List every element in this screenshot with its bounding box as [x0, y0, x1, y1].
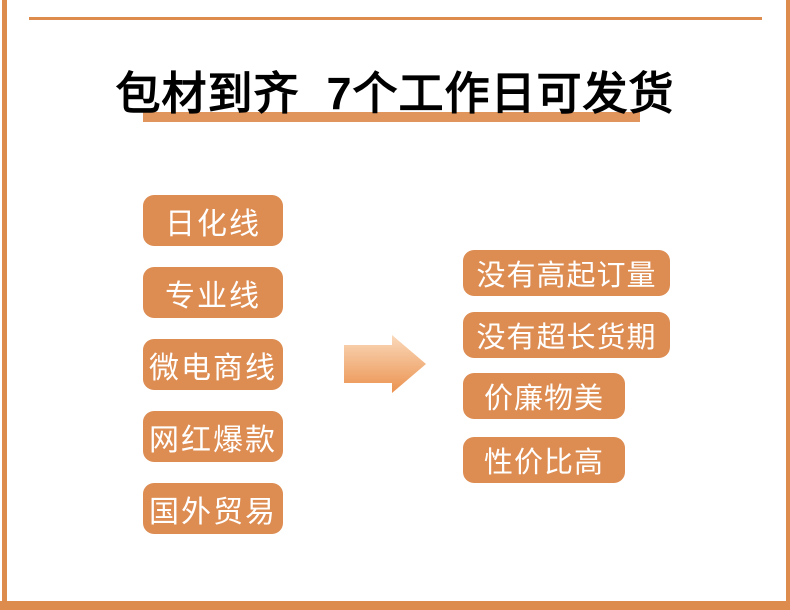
benefit-pill-no-long-leadtime: 没有超长货期 — [463, 312, 670, 358]
right-arrow-icon — [344, 335, 426, 393]
benefit-pill-cheap-and-good: 价廉物美 — [463, 373, 625, 419]
product-line-pill-daily-chemical: 日化线 — [143, 195, 283, 246]
product-line-pill-influencer-hit: 网红爆款 — [143, 411, 283, 462]
benefit-pill-high-value: 性价比高 — [463, 437, 625, 483]
title-underline — [143, 112, 640, 122]
product-line-pill-micro-ecommerce: 微电商线 — [143, 339, 283, 390]
product-line-pill-professional: 专业线 — [143, 267, 283, 318]
top-border-line — [29, 17, 762, 20]
left-border — [2, 0, 7, 610]
page-title: 包材到齐 7个工作日可发货 — [115, 68, 675, 119]
bottom-border-bar — [0, 601, 790, 610]
product-line-pill-foreign-trade: 国外贸易 — [143, 483, 283, 534]
benefit-pill-no-high-moq: 没有高起订量 — [463, 250, 670, 296]
right-border — [786, 0, 790, 610]
